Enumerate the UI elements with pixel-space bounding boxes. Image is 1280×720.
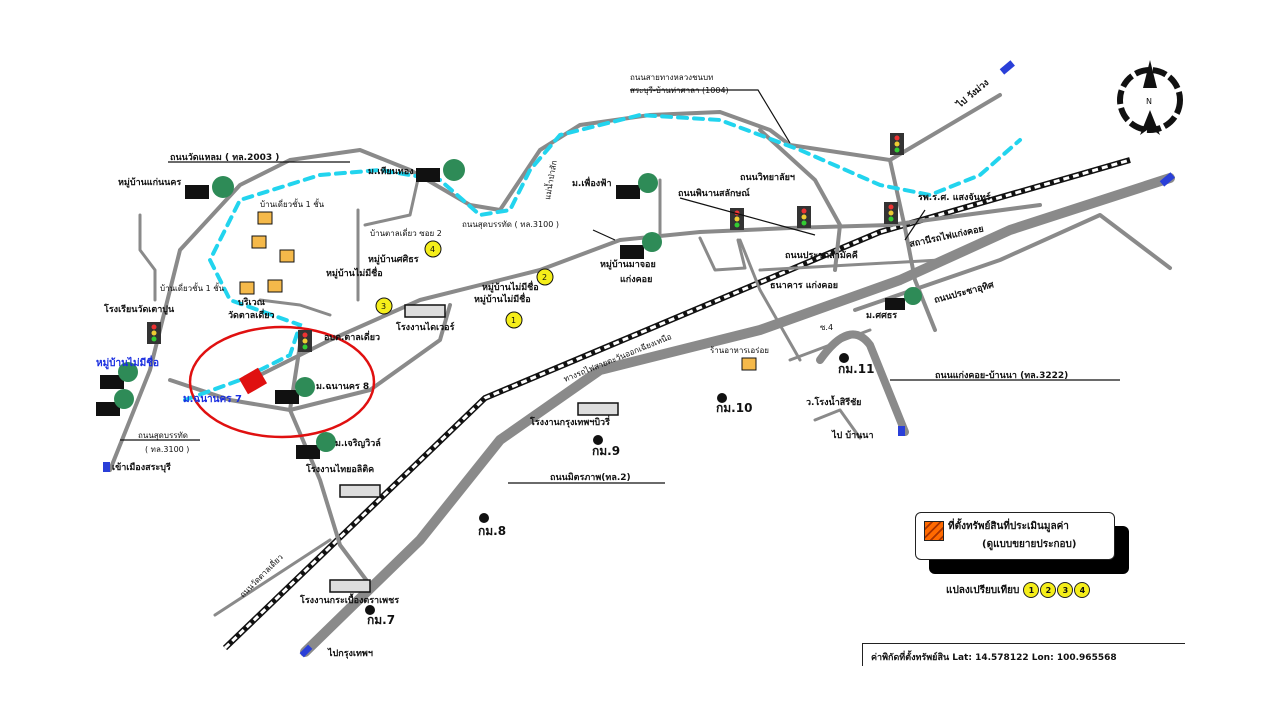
river-pasak <box>183 112 1022 402</box>
label-tambon: อบต.ตาลเดี่ยว <box>324 330 380 343</box>
km-10: กม.10 <box>716 401 752 415</box>
village-icons <box>96 159 922 459</box>
legend-title: ที่ตั้งทรัพย์สินที่ประเมินมูลค่า <box>948 521 1069 532</box>
lat-label: Lat: <box>952 653 972 663</box>
legend-box: ที่ตั้งทรัพย์สินที่ประเมินมูลค่า (ดูแบบข… <box>915 512 1115 560</box>
label-charoenville: ม.เจริญวิวล์ <box>335 437 381 449</box>
label-road-1004: ถนนสายทางหลวงชนบท <box>630 73 713 82</box>
label-factory-thai: โรงงานไทยอลิติค <box>305 463 374 475</box>
label-to-saraburi: เข้าเมืองสระบุรี <box>112 461 171 473</box>
label-house1: บ้านเดี่ยวชั้น 1 ชั้น <box>260 198 325 209</box>
legend-parcels-label: แปลงเปรียบเทียบ <box>946 584 1020 596</box>
parcel-marker-1: 1 <box>505 311 523 329</box>
km-7: กม.7 <box>367 613 395 627</box>
label-house2: บ้านเดี่ยวชั้น 1 ชั้น <box>160 282 225 293</box>
lat-value: 14.578122 <box>975 653 1029 663</box>
label-village-sisaeng: หมู่บ้านศศิธร <box>368 254 419 265</box>
label-road-2003: ถนนวัดแหลม ( ทล.2003 ) <box>170 152 279 163</box>
property-parcel <box>238 367 268 395</box>
label-rsmk: รพ.ร.ศ. แสงจันทร์ <box>918 191 991 203</box>
km-11: กม.11 <box>838 362 874 376</box>
km-8: กม.8 <box>478 524 506 538</box>
lon-value: 100.965568 <box>1056 653 1117 663</box>
label-village-nameless1: หมู่บ้านไม่มีชื่อ <box>326 266 383 279</box>
coordinates-text: ค่าพิกัดที่ตั้งทรัพย์สิน Lat: 14.578122 … <box>871 650 1117 664</box>
highway-mittraphap <box>300 173 1175 657</box>
label-road-pinan: ถนนพินานสลักษณ์ <box>678 187 750 199</box>
label-rest: ร้านอาหารเอร่อย <box>710 346 769 355</box>
traffic-light-icons <box>147 133 904 352</box>
label-factory-kt: โรงงานกรุงเทพฯบิวรี่ <box>529 415 610 428</box>
legend-subtitle: (ดูแบบขยายประกอบ) <box>982 539 1077 550</box>
label-village-blue: หมู่บ้านไม่มีชื่อ <box>96 355 159 370</box>
label-river: แม่น้ำป่าสัก <box>541 159 559 200</box>
legend-parcel-2: 2 <box>1040 582 1057 598</box>
label-wat-sirichai: ว.โรงน้ำสิรีชัย <box>806 395 861 408</box>
km-markers: กม.7 กม.8 กม.9 กม.10 กม.11 <box>365 353 874 627</box>
label-road-1004b: สระบุรี-บ้านท่าศาลา (1004) <box>630 86 729 95</box>
label-sertthee: ม.ศศธร <box>866 311 897 321</box>
map-text: 3 <box>381 302 386 311</box>
label-majoy: หมู่บ้านมาจอย <box>600 259 656 270</box>
label-majoy2: แก่งคอย <box>620 274 652 285</box>
label-soi-4: ซ.4 <box>820 323 833 332</box>
label-bank: ธนาคาร แก่งคอย <box>770 280 838 291</box>
label-village-nameless3: หมู่บ้านไม่มีชื่อ <box>474 292 531 305</box>
label-soi-2: บ้านตาลเดี่ยว ซอย 2 <box>370 227 442 238</box>
compass-label: N <box>1146 97 1152 106</box>
label-temple2: วัดตาลเดี่ยว <box>228 308 275 321</box>
label-factory-7: โรงงานกระเบื้องตราเพชร <box>299 593 399 606</box>
parcel-marker-2: 2 <box>536 268 554 286</box>
label-chananakhon7: ม.ฉนานคร 7 <box>183 394 242 405</box>
property-swatch-icon <box>924 521 944 541</box>
coord-label: ค่าพิกัดที่ตั้งทรัพย์สิน <box>871 653 950 663</box>
road-prachaut <box>853 213 1172 312</box>
map-text: 4 <box>430 245 435 254</box>
map-text: 2 <box>542 273 547 282</box>
direction-arrow-icons <box>103 60 1175 658</box>
label-phuengfa: ม.เพื่องฟ้า <box>572 176 612 189</box>
label-road-3222: ถนนแก่งคอย-บ้านนา (ทล.3222) <box>935 370 1068 381</box>
map-text: 1 <box>511 316 516 325</box>
label-temple1: บริเวณ <box>238 297 266 308</box>
highway-3222 <box>816 330 909 436</box>
factory-icons <box>329 304 619 593</box>
label-road-3100: ถนนสุดบรรทัด ( ทล.3100 ) <box>462 220 559 229</box>
label-road-3100b: ถนนสุดบรรทัด <box>138 431 188 440</box>
label-to-bangkok: ไปกรุงเทพฯ <box>327 647 373 659</box>
label-road-3100c: ( ทล.3100 ) <box>145 445 189 454</box>
label-theanthong: ม.เทียนทอง <box>368 166 414 177</box>
label-to-banna: ไป บ้านนา <box>831 429 874 441</box>
highlight-circle <box>188 325 376 439</box>
legend-parcels: แปลงเปรียบเทียบ 1 2 3 4 <box>946 582 1091 598</box>
compass-icon: N <box>1117 60 1183 135</box>
label-kaennakhon: หมู่บ้านแก่นนคร <box>118 177 181 188</box>
house-icons <box>239 211 757 371</box>
km-9: กม.9 <box>592 444 620 458</box>
label-road-prachasamakkhi: ถนนประชาสามัคคี <box>785 250 858 261</box>
label-village-nameless2: หมู่บ้านไม่มีชื่อ <box>482 280 539 293</box>
parcel-marker-4: 4 <box>424 240 442 258</box>
label-road-mittraphap: ถนนมิตรภาพ(ทล.2) <box>550 472 631 483</box>
legend-parcel-4: 4 <box>1074 582 1091 598</box>
railway <box>222 157 1131 651</box>
label-road-prachaut: ถนนประชาอุทิศ <box>933 279 995 306</box>
label-factory-koncrete: โรงงานไดเวอร์ <box>395 321 455 333</box>
secondary-roads <box>108 93 1042 617</box>
coordinates-box: ค่าพิกัดที่ตั้งทรัพย์สิน Lat: 14.578122 … <box>862 643 1185 666</box>
parcel-markers: 4 2 3 1 <box>375 240 554 329</box>
label-road-wittaya: ถนนวิทยาลัยฯ <box>740 172 795 183</box>
leader-lines <box>120 89 1120 484</box>
lon-label: Lon: <box>1031 653 1054 663</box>
legend-parcel-3: 3 <box>1057 582 1074 598</box>
legend-parcel-1: 1 <box>1023 582 1040 598</box>
parcel-marker-3: 3 <box>375 297 393 315</box>
label-school: โรงเรียนวัดเตาปูน <box>103 303 175 315</box>
label-chananakhon8: ม.ฉนานคร 8 <box>316 382 369 392</box>
